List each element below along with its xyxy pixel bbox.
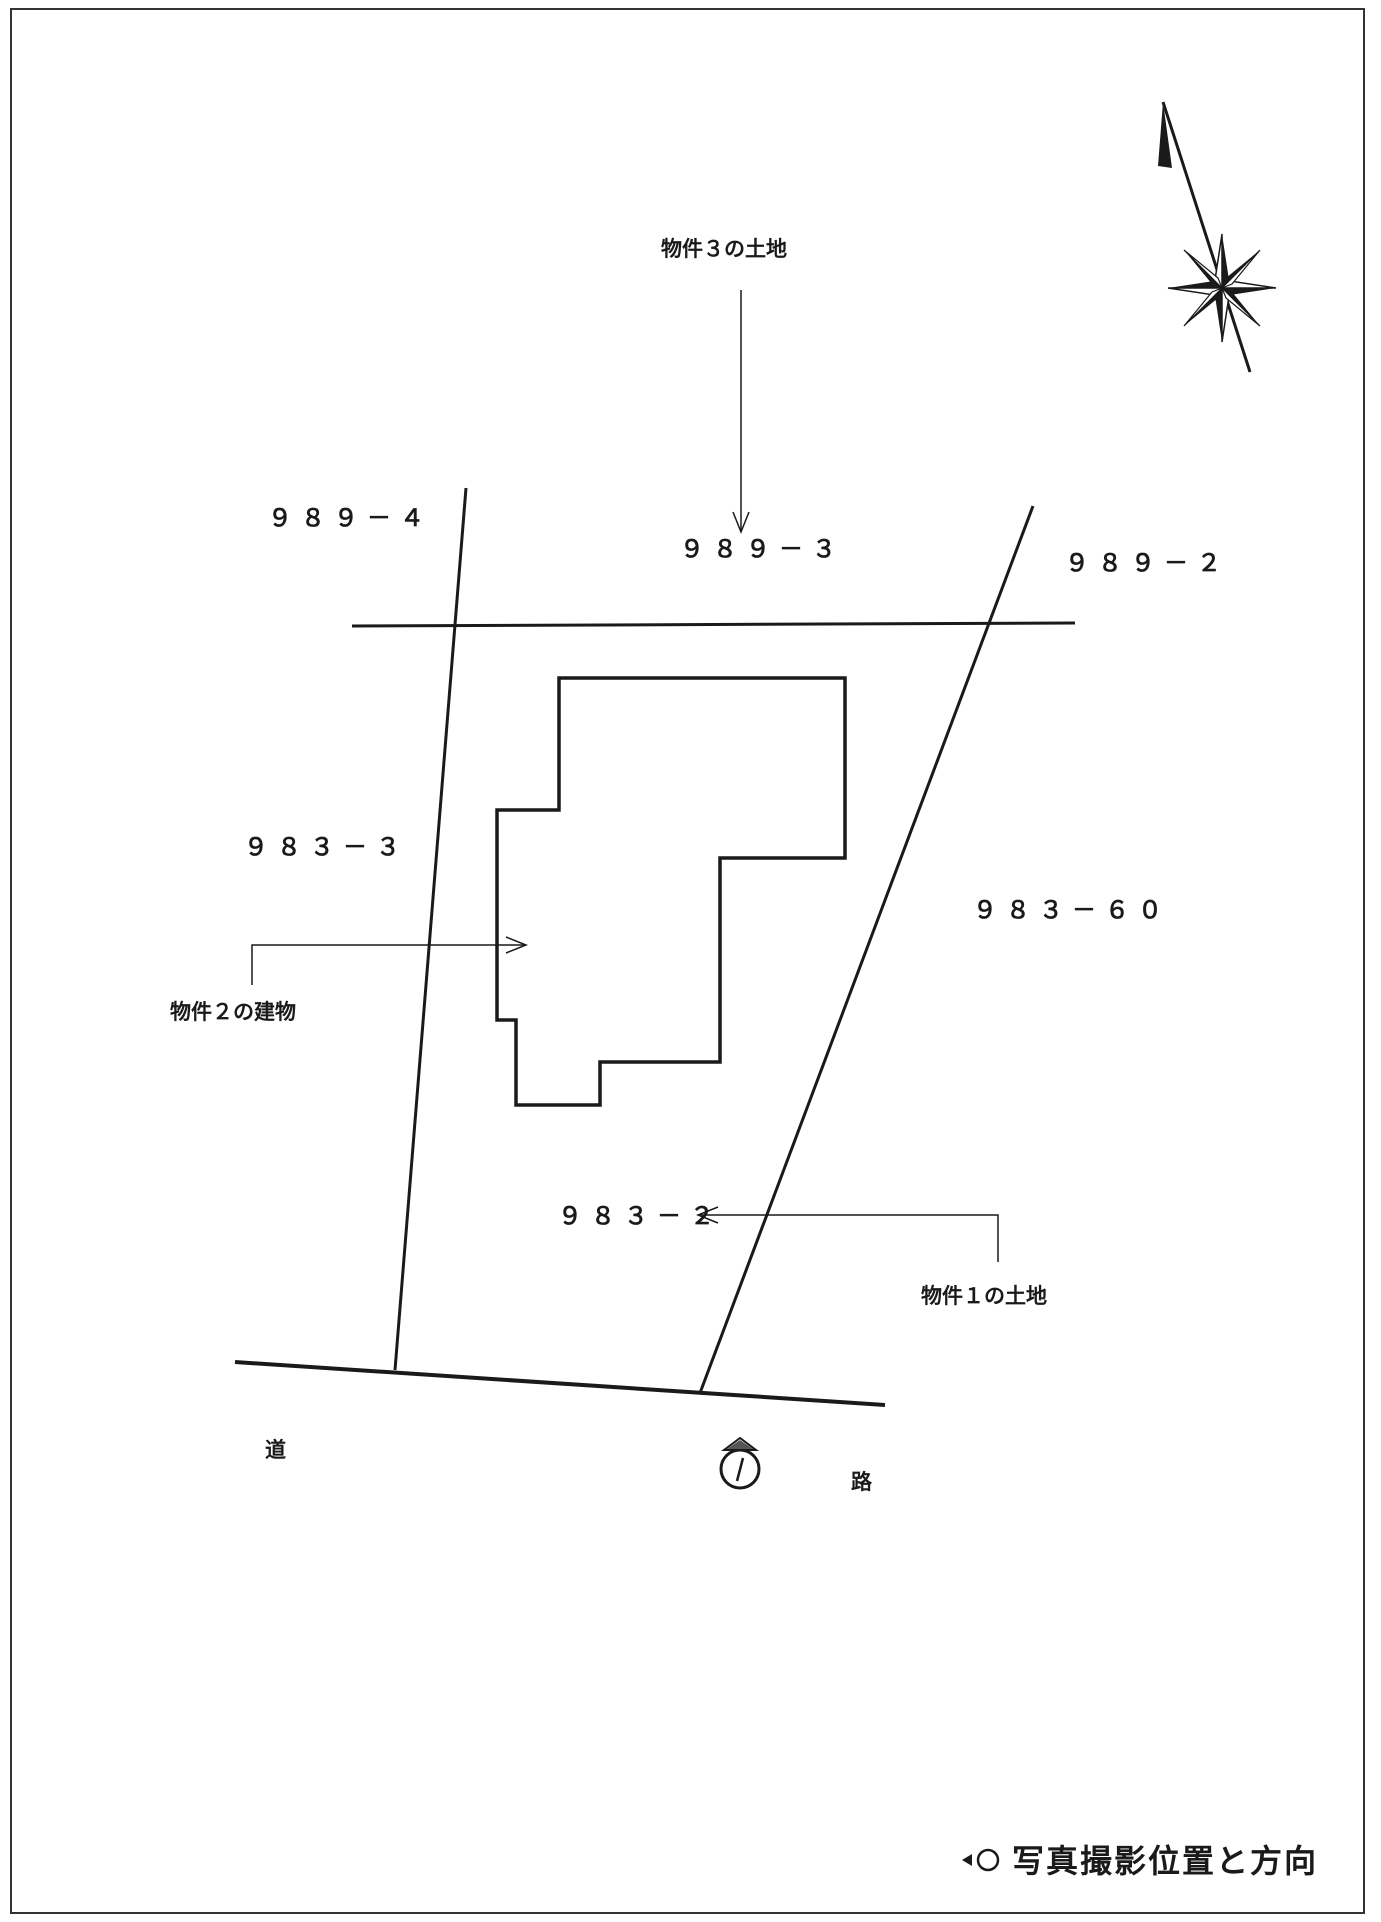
legend: 写真撮影位置と方向 (962, 1842, 1318, 1880)
legend-text: 写真撮影位置と方向 (1012, 1842, 1318, 1880)
leader-arrow-property1 (695, 1206, 999, 1262)
compass-north-arrow-icon (1158, 101, 1277, 373)
leader-arrow-property3 (732, 290, 750, 535)
road-boundary-line (234, 1360, 886, 1407)
boundary-line-left (393, 487, 468, 1371)
road-label-left: 道 (265, 1438, 286, 1462)
photo-position-direction-icon (719, 1436, 761, 1490)
boundary-line-right (698, 505, 1035, 1394)
lot-label-983-3: ９８３－３ (244, 833, 409, 861)
building-outline (495, 676, 847, 1107)
property2-building-label: 物件２の建物 (170, 1000, 296, 1024)
lot-label-983-2: ９８３－２ (558, 1202, 723, 1230)
property3-land-label: 物件３の土地 (661, 237, 787, 261)
lot-label-983-60: ９８３－６０ (973, 896, 1171, 924)
boundary-line-top (351, 621, 1076, 628)
document-frame (10, 8, 1365, 1914)
lot-label-989-2: ９８９－２ (1065, 549, 1230, 577)
property1-land-label: 物件１の土地 (921, 1284, 1047, 1308)
lot-label-989-4: ９８９－４ (268, 504, 433, 532)
road-label-right: 路 (851, 1470, 873, 1494)
leader-arrow-property2 (251, 936, 529, 985)
lot-label-989-3: ９８９－３ (680, 535, 845, 563)
legend-camera-icon (962, 1848, 1000, 1872)
